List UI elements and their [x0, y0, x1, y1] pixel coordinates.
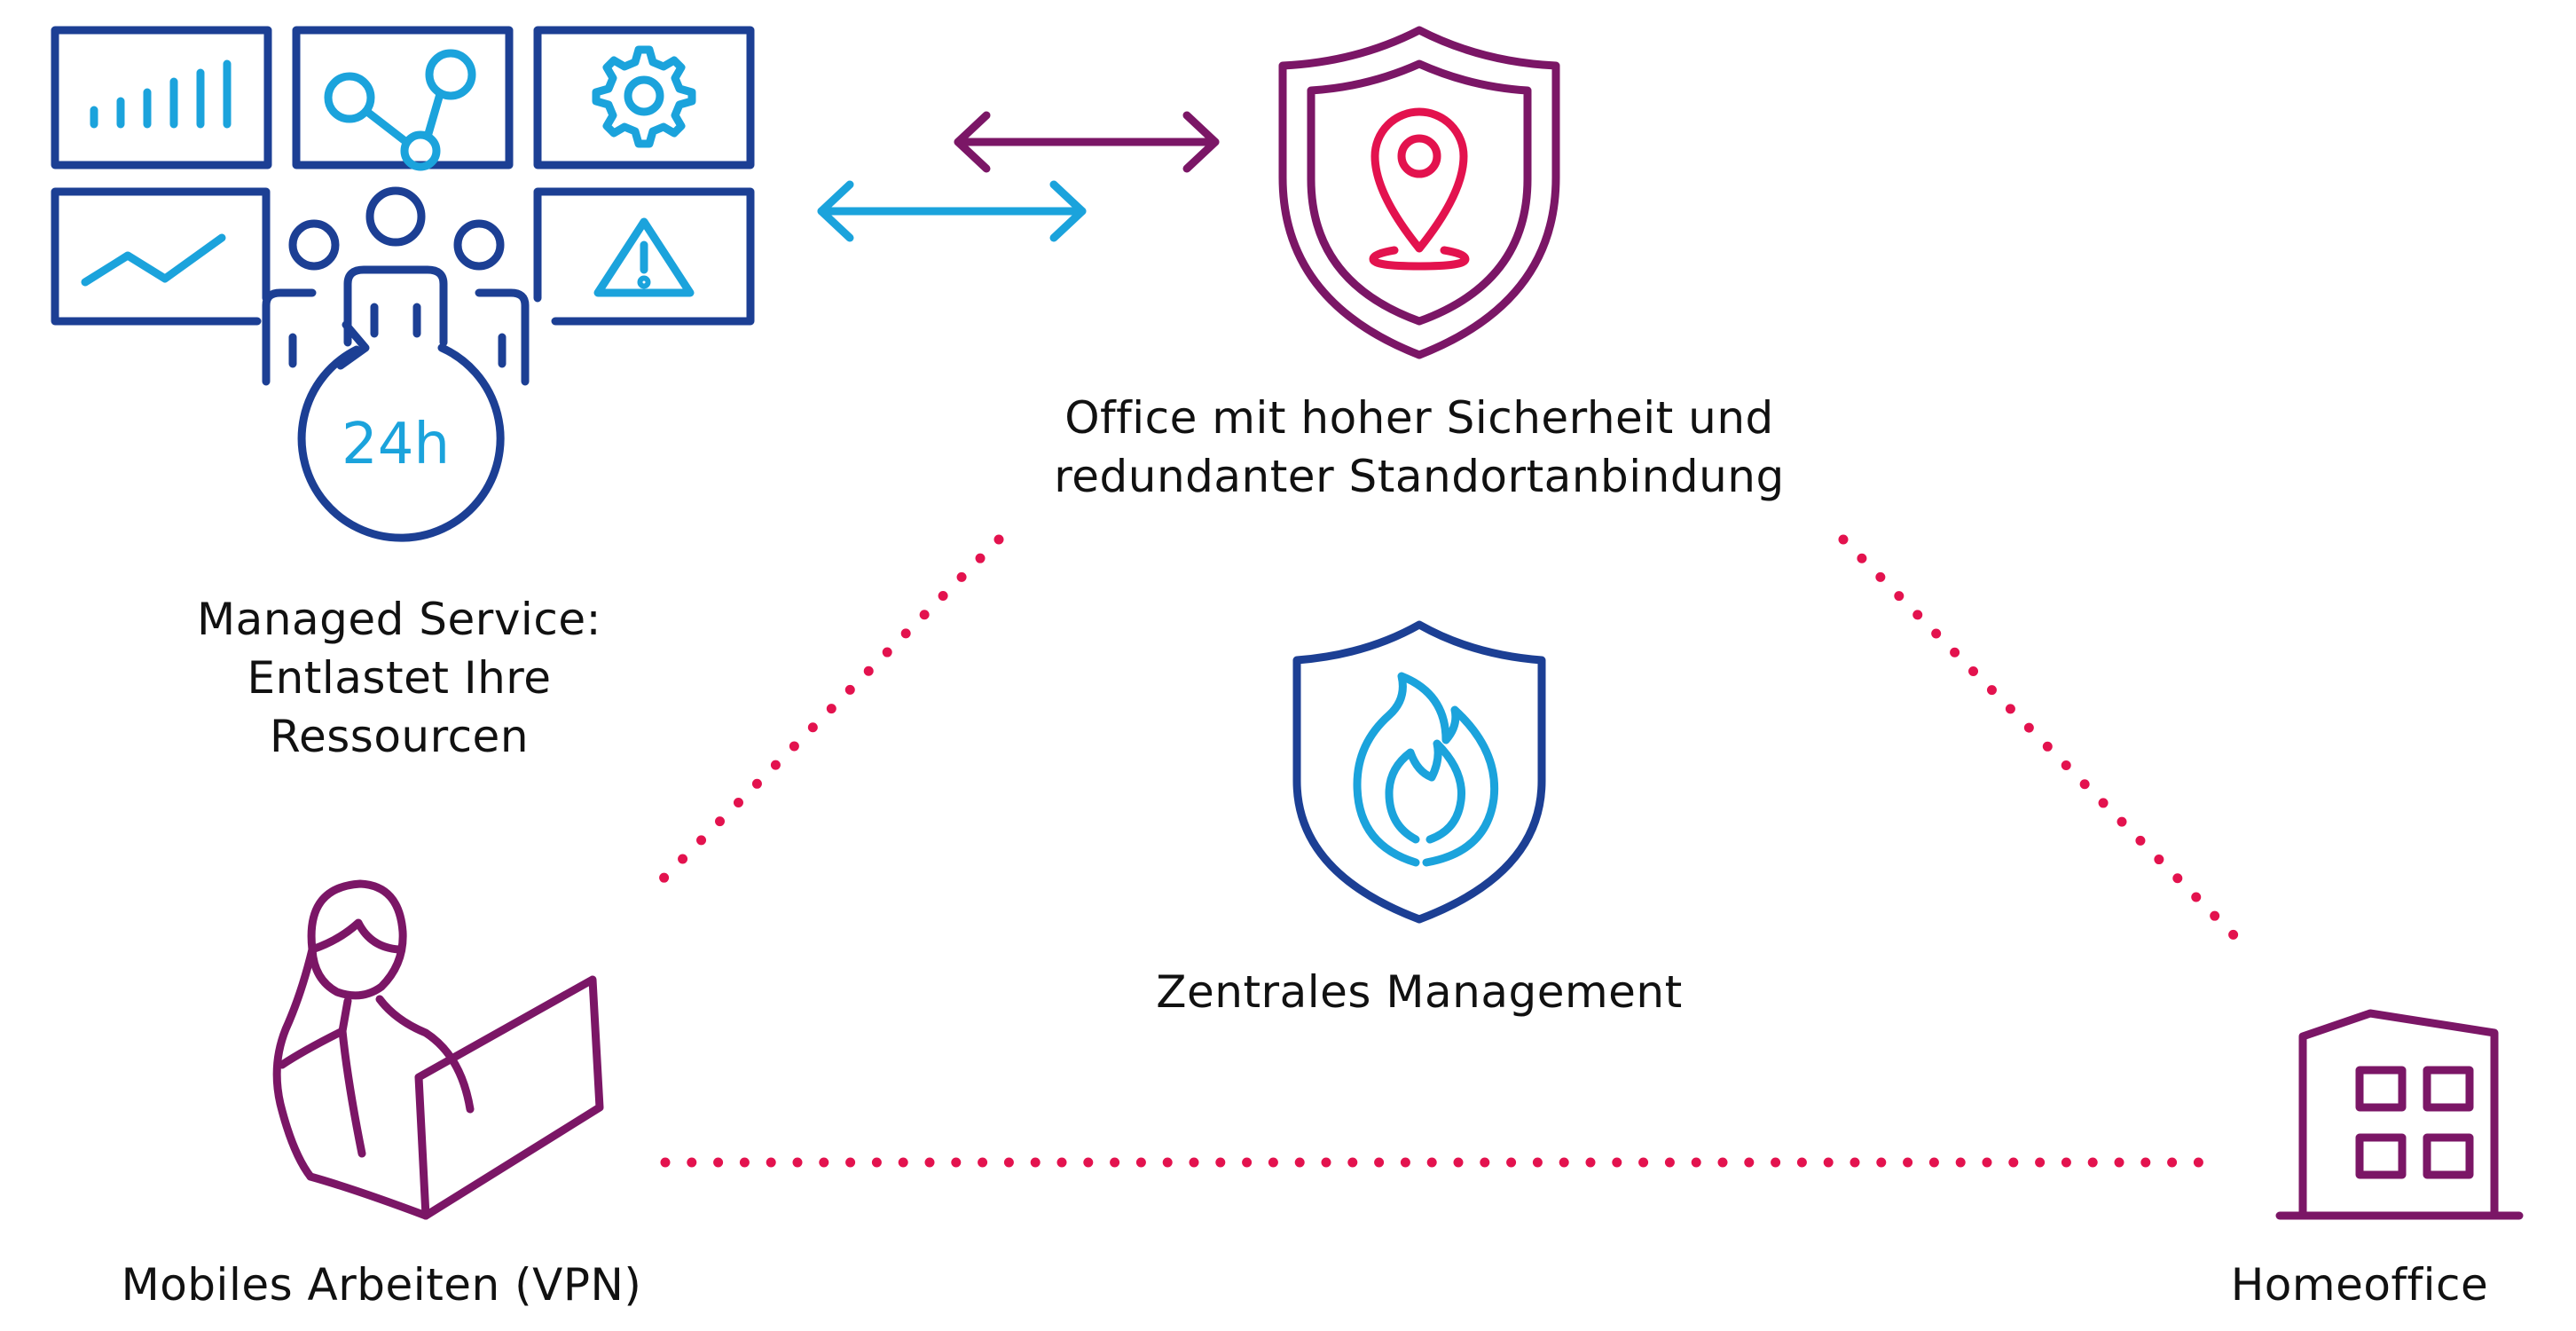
homeoffice-line-1: Homeoffice [2230, 1259, 2489, 1311]
managed-service-line-3: Ressourcen [269, 711, 530, 762]
central-management-label: Zentrales Management [1029, 963, 1810, 1021]
office-line-1: Office mit hoher Sicherheit und [1064, 392, 1774, 444]
double-arrow-purple [954, 111, 1220, 173]
managed-service-label: Managed Service: Entlastet Ihre Ressourc… [133, 590, 665, 766]
dotted-line-office-home [1838, 534, 2253, 955]
person-with-laptop-icon [272, 879, 604, 1220]
24h-monitoring-team-icon: 24h [51, 26, 755, 542]
homeoffice-label: Homeoffice [2164, 1256, 2555, 1314]
mobile-work-label: Mobiles Arbeiten (VPN) [53, 1256, 710, 1314]
managed-service-line-1: Managed Service: [197, 594, 601, 645]
managed-service-line-2: Entlastet Ihre [247, 652, 552, 704]
dotted-connections [640, 534, 2253, 1168]
building-icon [2275, 1009, 2524, 1220]
central-management-line-1: Zentrales Management [1156, 966, 1683, 1018]
office-line-2: redundanter Standortanbindung [1054, 451, 1785, 502]
team-people-icon [262, 186, 530, 386]
warning-icon [593, 217, 695, 297]
trend-line-icon [81, 233, 226, 287]
shield-flame-firewall-icon [1292, 620, 1546, 924]
dotted-line-office-mobile [640, 534, 1004, 902]
monitor-screens [51, 26, 755, 326]
24h-clock-icon: 24h [297, 320, 505, 542]
24h-label: 24h [342, 412, 450, 477]
office-label: Office mit hoher Sicherheit und redundan… [958, 389, 1881, 506]
double-arrow-cyan [817, 180, 1087, 242]
gear-icon [592, 45, 696, 148]
mobile-work-line-1: Mobiles Arbeiten (VPN) [121, 1259, 642, 1311]
network-nodes-icon [324, 49, 476, 171]
bar-chart-icon [90, 59, 232, 129]
shield-location-pin-icon [1278, 26, 1560, 359]
